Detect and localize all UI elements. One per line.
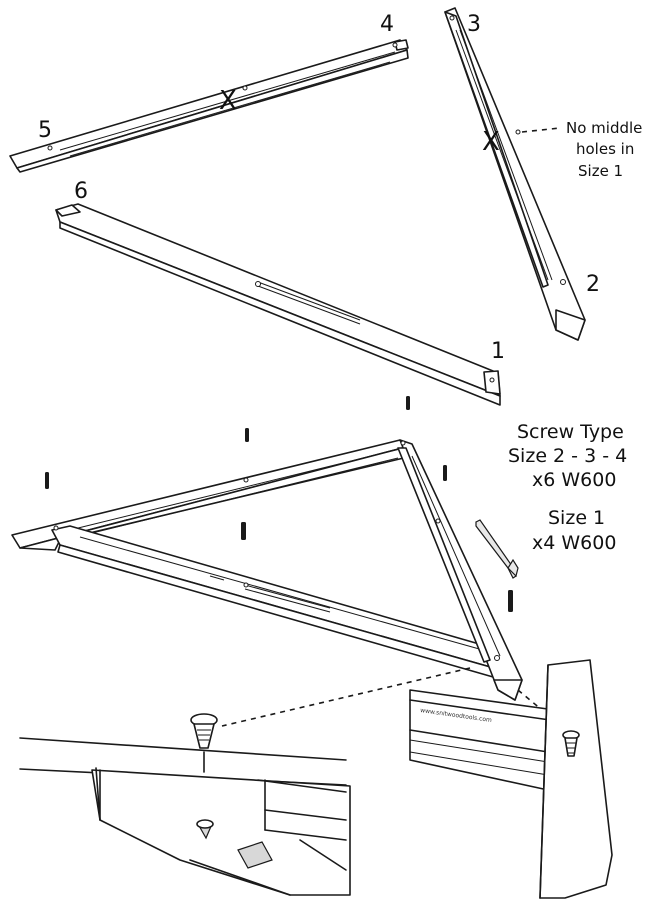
screw-size-2-3-4: Size 2 - 3 - 4 [508,445,627,467]
screw-icon [443,465,447,481]
label-part-4: 4 [380,12,394,37]
bar-3-2 [444,7,586,341]
screw-icon [562,730,580,757]
allen-key-icon [475,519,519,579]
note-line-2: holes in [576,140,634,158]
screw-icon [45,472,49,489]
screw-icon [508,590,513,612]
screw-icon [241,522,246,540]
bar-6-1 [55,203,501,406]
label-part-2: 2 [586,272,600,297]
label-part-1: 1 [491,339,505,364]
x-mark-icon: X [482,127,500,157]
note-line-3: Size 1 [578,162,623,180]
label-part-6: 6 [74,179,88,204]
screw-icon [406,396,410,410]
screw-qty-2-3-4: x6 W600 [532,469,616,491]
label-part-5: 5 [38,118,52,143]
screw-type-title: Screw Type [517,421,624,443]
bar-5-4 [9,39,409,173]
note-line-1: No middle [566,119,642,137]
screw-qty-1: x4 W600 [532,532,616,554]
screw-size-1: Size 1 [548,507,605,529]
label-part-3: 3 [467,12,481,37]
screw-icon [245,428,249,442]
x-mark-icon: X [219,86,237,116]
screw-icon [190,713,218,840]
detail-view-left [19,713,351,896]
detail-view-right: www.snitwoodtools.com [409,659,613,899]
assembled-triangle [11,439,523,701]
